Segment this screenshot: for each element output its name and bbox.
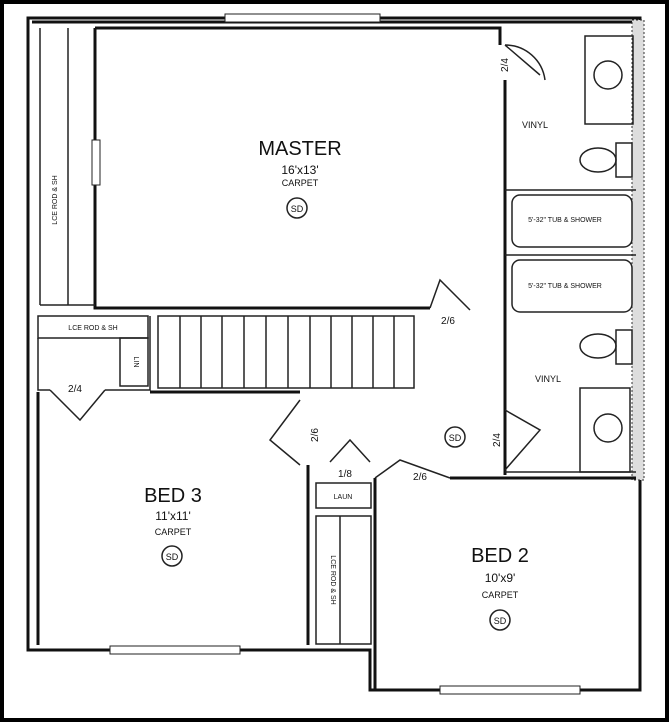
door-swing bbox=[374, 459, 451, 479]
svg-text:16'x13': 16'x13' bbox=[281, 163, 318, 177]
svg-text:2/6: 2/6 bbox=[413, 472, 427, 483]
smoke-detector-icon bbox=[444, 426, 466, 448]
svg-text:LIN: LIN bbox=[132, 357, 139, 368]
door-swing bbox=[268, 399, 301, 466]
sink-icon bbox=[593, 413, 623, 443]
toilet-icon bbox=[579, 147, 617, 173]
svg-text:SD: SD bbox=[166, 552, 179, 562]
svg-text:10'x9': 10'x9' bbox=[485, 571, 516, 585]
door-swing bbox=[504, 44, 546, 81]
svg-text:2/6: 2/6 bbox=[310, 428, 321, 442]
staircase bbox=[157, 315, 415, 389]
door-swing bbox=[49, 389, 106, 422]
svg-text:2/4: 2/4 bbox=[492, 433, 503, 447]
bed3-label: BED 3 bbox=[144, 485, 202, 507]
svg-text:VINYL: VINYL bbox=[535, 374, 561, 384]
hatched-wall bbox=[631, 19, 645, 481]
svg-text:2/4: 2/4 bbox=[68, 384, 82, 395]
toilet-icon bbox=[579, 333, 617, 359]
svg-text:CARPET: CARPET bbox=[482, 590, 519, 600]
window-bed3 bbox=[109, 645, 241, 655]
smoke-detector-icon bbox=[161, 545, 183, 567]
bed2-label: BED 2 bbox=[471, 545, 529, 567]
svg-text:VINYL: VINYL bbox=[522, 120, 548, 130]
svg-text:LCE ROD & SH: LCE ROD & SH bbox=[329, 555, 336, 604]
svg-text:CARPET: CARPET bbox=[155, 527, 192, 537]
exterior-wall bbox=[26, 16, 642, 692]
master-label: MASTER bbox=[258, 138, 341, 160]
smoke-detector-icon bbox=[489, 609, 511, 631]
smoke-detector-icon bbox=[286, 197, 308, 219]
svg-text:1/8: 1/8 bbox=[338, 469, 352, 480]
svg-text:SD: SD bbox=[449, 433, 462, 443]
svg-text:LCE ROD & SH: LCE ROD & SH bbox=[52, 175, 59, 224]
door-swing bbox=[504, 409, 542, 471]
floor-plan: MASTER 16'x13' CARPET SD BED 3 11'x11' C… bbox=[26, 13, 645, 695]
door-swing bbox=[329, 438, 371, 463]
svg-text:2/4: 2/4 bbox=[500, 58, 511, 72]
svg-text:11'x11': 11'x11' bbox=[155, 509, 191, 523]
svg-text:CARPET: CARPET bbox=[282, 178, 319, 188]
sink-icon bbox=[593, 60, 623, 90]
svg-text:5'-32" TUB & SHOWER: 5'-32" TUB & SHOWER bbox=[528, 217, 602, 224]
svg-text:SD: SD bbox=[494, 616, 507, 626]
svg-text:LAUN: LAUN bbox=[334, 494, 353, 501]
window-master bbox=[224, 13, 381, 23]
svg-text:SD: SD bbox=[291, 204, 304, 214]
svg-text:2/6: 2/6 bbox=[441, 316, 455, 327]
svg-text:5'-32" TUB & SHOWER: 5'-32" TUB & SHOWER bbox=[528, 283, 602, 290]
window-bed2 bbox=[439, 685, 581, 695]
door-swing bbox=[429, 278, 471, 311]
svg-text:LCE ROD & SH: LCE ROD & SH bbox=[68, 325, 117, 332]
